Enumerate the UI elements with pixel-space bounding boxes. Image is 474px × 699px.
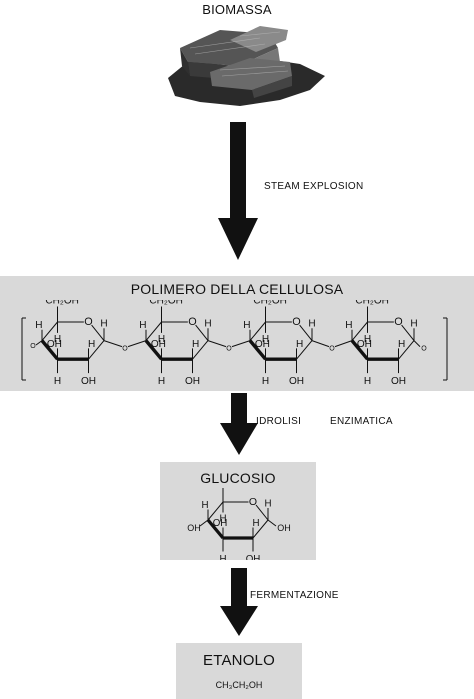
bond-line [206,518,225,540]
steps.cellulose-h-label: H [345,320,352,331]
cellulose-box [0,276,474,391]
bond-line [91,324,105,341]
steps.cellulose-ch2oh-label: CH₂OH [149,300,183,306]
steps.cellulose-h-label: H [243,320,250,331]
bond-line [40,339,59,361]
steps.cellulose-h-label: H [35,320,42,331]
bond-line [249,321,266,341]
glucose-oh-label: OH [277,523,291,533]
steps.cellulose-h-label: H [88,339,95,350]
steps.cellulose-h-label: H [158,334,165,345]
cellulose-bridge-oxygen: O [122,346,128,353]
fermentation-label: FERMENTAZIONE [250,590,339,601]
bond-line [231,340,251,348]
cellulose-bridge-oxygen: O [421,346,427,353]
ethanol-title: ETANOLO [203,652,275,669]
steps.glucose-oh-label: OH [246,554,261,560]
ethanol-box [176,643,302,699]
arrow-fermentation [220,568,258,636]
bond-line [192,340,209,360]
bond-line [252,519,269,539]
bond-line [299,324,313,341]
steps.cellulose-h-label: H [398,339,405,350]
bond-line [195,324,209,341]
steps.cellulose-oh-label: OH [255,339,270,350]
bond-line [199,519,209,527]
steps.glucose-h-label: H [264,499,271,510]
steps.cellulose-h-label: H [192,339,199,350]
steps.cellulose-h-label: H [410,319,417,330]
steps.cellulose-oh-label: OH [47,339,62,350]
bond-line [311,340,330,348]
steps.cellulose-h-label: H [296,339,303,350]
steps.cellulose-h-label: H [204,319,211,330]
steps.cellulose-ring-oxygen: O [292,316,300,328]
bond-line [401,324,415,341]
bond-line [207,501,224,521]
bond-line [413,340,421,347]
steps.cellulose-h-label: H [54,334,61,345]
steps.cellulose-h-label: H [262,334,269,345]
steps.glucose-oh-label: OH [213,518,228,529]
steps.cellulose-h-label: H [364,376,371,387]
bond-line [296,340,313,360]
arrow-steam-explosion [218,122,258,260]
steps.glucose-h-label: H [219,514,226,525]
steps.cellulose-h-label: H [139,320,146,331]
bond-line [334,340,353,348]
steps.cellulose-h-label: H [100,319,107,330]
steps.glucose-h-label: H [201,500,208,511]
steps.cellulose-h-label: H [262,376,269,387]
biomass-title: BIOMASSA [202,2,272,17]
cellulose-bridge-oxygen: O [30,343,36,350]
steps.cellulose-oh-label: OH [151,339,166,350]
glucose-title: GLUCOSIO [200,470,276,486]
biomass-illustration [168,26,325,106]
bond-line [207,340,227,348]
steps.glucose-ring-oxygen: O [249,496,257,508]
bond-line [267,519,277,527]
ethanol-formula: CH₃CH₂OH [215,680,263,690]
steps.cellulose-h-label: H [54,376,61,387]
bond-line [41,321,58,341]
cellulose-title: POLIMERO DELLA CELLULOSA [130,281,344,297]
steps.cellulose-oh-label: OH [185,376,200,387]
steps.glucose-h-label: H [219,554,226,560]
steps.cellulose-ch2oh-label: CH₂OH [253,300,287,306]
steps.cellulose-ring-oxygen: O [394,316,402,328]
bond-line [144,339,163,361]
steps.cellulose-ring-oxygen: O [84,316,92,328]
bond-line [398,340,415,360]
hydrolysis-label-1: IDROLISI [256,416,302,427]
steps.cellulose-oh-label: OH [391,376,406,387]
bond-line [351,321,368,341]
bond-line [248,339,267,361]
cellulose-bridge-oxygen: O [329,346,335,353]
bond-line [35,340,43,346]
bond-line [103,340,123,348]
hydrolysis-label-2: ENZIMATICA [330,416,393,427]
steps.cellulose-ch2oh-label: CH₂OH [45,300,79,306]
arrow-hydrolysis [220,393,258,455]
glucose-box [160,462,316,560]
steps.cellulose-oh-label: OH [81,376,96,387]
steps.cellulose-ch2oh-label: CH₂OH [355,300,389,306]
glucose-oh-label: OH [187,523,201,533]
steps.cellulose-oh-label: OH [289,376,304,387]
steps.cellulose-oh-label: OH [357,339,372,350]
steps.cellulose-h-label: H [364,334,371,345]
bond-line [350,339,369,361]
cellulose-bridge-oxygen: O [226,346,232,353]
steps.cellulose-ring-oxygen: O [188,316,196,328]
bond-line [255,504,269,521]
steam-explosion-label: STEAM EXPLOSION [264,181,364,192]
bond-line [88,340,105,360]
bond-line [127,340,147,348]
bond-line [145,321,162,341]
steps.glucose-h-label: H [252,518,259,529]
glucose-structure: OCH₂OHHHHOHOHHHOHOH [187,488,291,560]
steps.cellulose-h-label: H [158,376,165,387]
steps.cellulose-h-label: H [308,319,315,330]
